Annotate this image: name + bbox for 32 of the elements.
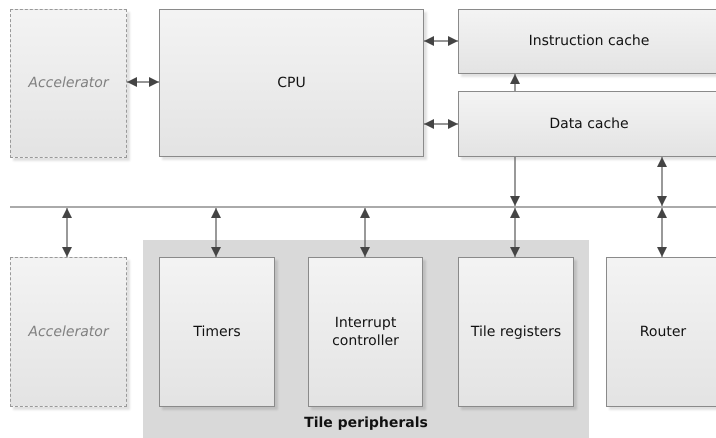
arrow [657,157,667,206]
group-label: Tile peripherals [303,414,429,432]
block-box [458,257,574,407]
arrow [424,119,458,129]
block-box [308,257,423,407]
block-box [606,257,716,407]
block-label: CPU [276,74,307,92]
arrow [360,208,370,257]
accelerator-box [10,257,127,407]
arrow [510,74,520,91]
block-box [159,257,275,407]
block-label: Interrupt controller [331,314,400,350]
arrow [62,208,72,257]
arrow [510,208,520,257]
block-label: Instruction cache [528,32,650,51]
arrow [657,208,667,257]
arrow [211,208,221,257]
arrow [424,36,458,46]
block-label: Accelerator [26,322,110,342]
bus-line [10,206,716,208]
block-label: Timers [192,322,242,342]
block-label: Router [638,322,688,342]
block-label: Tile registers [470,322,562,342]
arrow [127,77,159,87]
block-box [458,9,716,74]
block-box [159,9,424,157]
arrow [510,157,520,206]
peripherals-group [143,240,589,438]
block-label: Data cache [548,114,630,134]
accelerator-box [10,9,127,158]
block-label: Accelerator [26,74,110,93]
block-box [458,91,716,157]
